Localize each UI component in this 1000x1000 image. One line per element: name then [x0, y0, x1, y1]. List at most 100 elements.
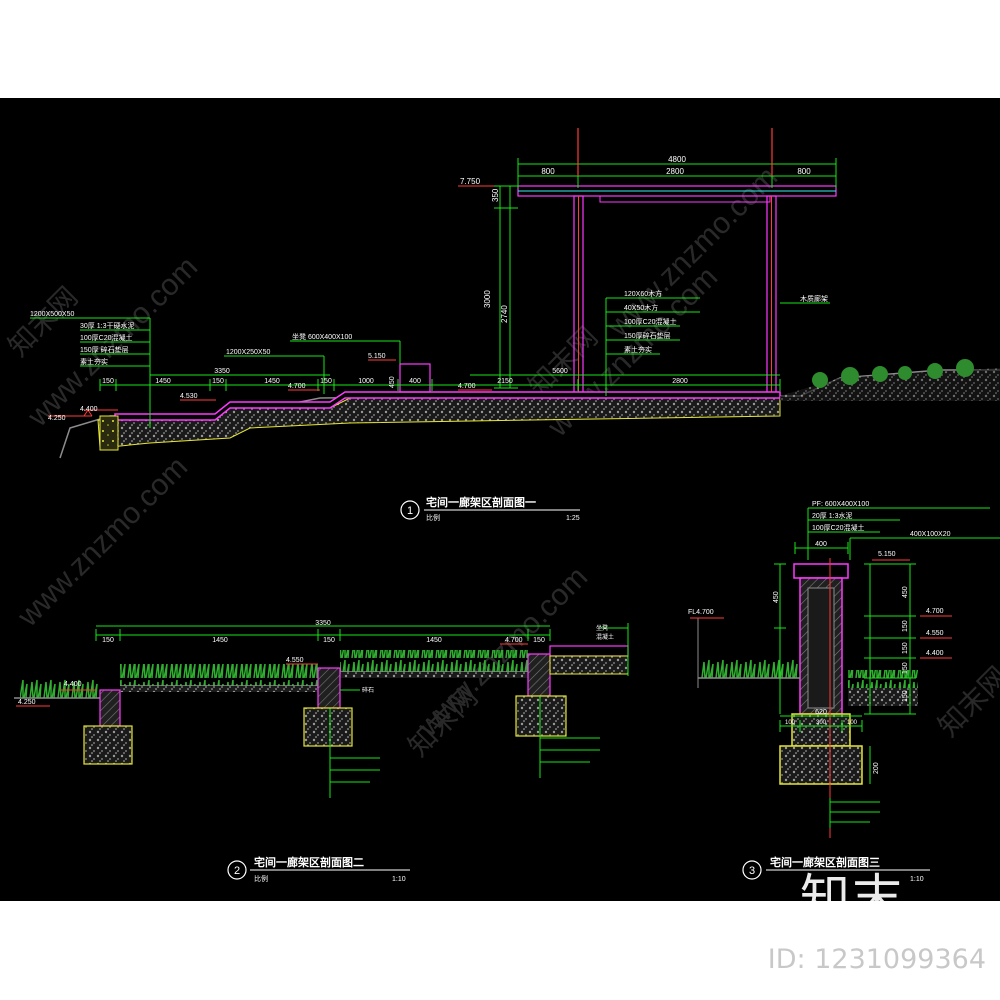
note-right-1: 120X60木方 — [624, 289, 662, 298]
note-seat: 坐凳 600X400X100 — [292, 332, 352, 341]
callout-number: 1 — [407, 505, 413, 517]
right-leader-lines — [605, 297, 830, 396]
s3-dim-r0: 450 — [902, 586, 909, 598]
elev-4400: 4.400 — [80, 406, 98, 413]
s2-elevation-marks — [16, 643, 528, 707]
callout-title: 宅间一廊架区剖面图二 — [254, 855, 364, 869]
watermark-text: www.znzmo.com — [11, 450, 194, 633]
s3-bottom-leaders — [829, 798, 880, 828]
callout-title: 宅间一廊架区剖面图一 — [426, 495, 536, 509]
watermark-cn-text: 知末网 — [2, 281, 83, 362]
dim-b5: 1000 — [358, 378, 374, 385]
dim-total-width: 4800 — [668, 155, 686, 164]
s3-right-dimension-chain — [774, 563, 916, 715]
s3-dim-200: 200 — [873, 762, 880, 774]
callout-scale: 1:25 — [566, 515, 580, 522]
s3-dim-r2: 150 — [902, 642, 909, 654]
dim-b4: 150 — [320, 378, 332, 385]
callout-number: 2 — [234, 865, 240, 877]
s2-footing-3 — [515, 695, 567, 737]
s2-grass-mid — [120, 664, 318, 686]
s2-elev-4400: 4.400 — [64, 681, 82, 688]
cad-drawing-canvas: www.znzmo.com www.znzmo.com www.znzmo.co… — [0, 98, 1000, 901]
s2-paving — [549, 645, 629, 657]
s3-elevation-marks — [690, 559, 952, 659]
mid-leader-lines — [224, 340, 401, 394]
s2-footing-2 — [303, 707, 353, 747]
s3-bottom-dimension-chain — [779, 715, 871, 784]
note-30: 30厚 1:3干硬水泥 — [80, 321, 134, 330]
seat-block — [399, 363, 431, 393]
dim-b3: 1450 — [264, 378, 280, 385]
dim-top-left: 800 — [541, 167, 555, 176]
elev-4700-a: 4.700 — [288, 383, 306, 390]
brand-logo: 知末 — [800, 869, 904, 927]
section-2: 3350 150 1450 150 1450 150 4.2 — [14, 620, 629, 883]
image-id-label: ID: 1231099364 — [767, 944, 986, 975]
elev-4700-b: 4.700 — [458, 383, 476, 390]
dim-top-right: 800 — [797, 167, 811, 176]
section-2-callout: 2 宅间一廊架区剖面图二 比例 1:10 — [227, 855, 410, 883]
s2-dim-4: 150 — [533, 637, 545, 644]
dim-height-350: 350 — [491, 188, 500, 202]
dim-b0: 150 — [102, 378, 114, 385]
s3-elev-4550: 4.550 — [926, 630, 944, 637]
s3-note-2: 20厚 1:3水泥 — [812, 511, 852, 520]
s3-dim-r4: 150 — [902, 690, 909, 702]
s2-curb-2 — [317, 667, 341, 709]
s2-dimension-chain — [95, 625, 551, 641]
dim-height-2740: 2740 — [500, 305, 509, 323]
note-right-3: 100厚C20混凝土 — [624, 317, 677, 326]
callout-scale: 1:10 — [392, 876, 406, 883]
s2-dim-0: 150 — [102, 637, 114, 644]
s2-paving-base — [549, 655, 629, 675]
note-150: 150厚 碎石垫层 — [80, 345, 129, 354]
elev-5150: 5.150 — [368, 353, 386, 360]
s3-ground-right — [848, 688, 918, 706]
section-3-callout: 3 宅间一廊架区剖面图三 1:10 — [742, 855, 930, 883]
left-leader-lines — [30, 317, 151, 428]
s3-elev-4400: 4.400 — [926, 650, 944, 657]
elev-top: 7.750 — [460, 177, 481, 186]
section-1-callout: 1 宅间一廊架区剖面图一 比例 1:25 — [400, 495, 580, 522]
s3-footing — [779, 745, 863, 785]
s3-grass-left — [700, 658, 800, 678]
watermark-cn-text: 知末网 — [932, 661, 1000, 742]
s2-note-mid: 碎石 — [362, 686, 374, 694]
s3-elev-fl: FL4.700 — [688, 609, 714, 616]
s3-dim-b1: 300 — [816, 720, 827, 726]
cad-drawing: www.znzmo.com www.znzmo.com www.znzmo.co… — [2, 128, 1000, 883]
dim-3350: 3350 — [214, 368, 230, 375]
s2-footing-1 — [83, 725, 133, 765]
elev-4250: 4.250 — [48, 415, 66, 422]
s2-elev-4250: 4.250 — [18, 699, 36, 706]
gravel-base — [97, 397, 781, 449]
s2-elev-4550: 4.550 — [286, 657, 304, 664]
s3-dim-620: 620 — [815, 709, 827, 716]
pergola-top-beam — [517, 185, 837, 203]
s3-note-1: PF: 600X400X100 — [812, 501, 869, 508]
note-450: 450 — [389, 376, 396, 388]
s3-dim-b0: 100 — [785, 720, 796, 726]
s3-elev-5150: 5.150 — [878, 551, 896, 558]
note-right-5: 素土夯实 — [624, 345, 652, 354]
s3-dim-400: 400 — [815, 541, 827, 548]
s3-grass-right — [848, 670, 918, 688]
callout-sub: 比例 — [254, 874, 268, 883]
s2-elev-4700: 4.700 — [505, 637, 523, 644]
s2-curb-3 — [527, 653, 551, 697]
callout-number: 3 — [749, 865, 755, 877]
s3-note-3: 100厚C20混凝土 — [812, 523, 865, 532]
s2-dim-2: 150 — [323, 637, 335, 644]
dim-b8: 2800 — [672, 378, 688, 385]
s2-leader-lines — [329, 627, 628, 798]
s2-note-right-a: 坐凳 — [596, 624, 608, 632]
note-1200: 1200X500X50 — [30, 311, 74, 318]
s3-cap — [793, 563, 849, 579]
note-right-2: 40X50木方 — [624, 303, 658, 312]
s3-note-4: 400X100X20 — [910, 531, 951, 538]
bottom-dimension-chain — [99, 374, 781, 391]
dim-b2: 150 — [212, 378, 224, 385]
s3-top-leaders — [794, 507, 1000, 560]
note-wood: 木质廊架 — [800, 294, 828, 303]
